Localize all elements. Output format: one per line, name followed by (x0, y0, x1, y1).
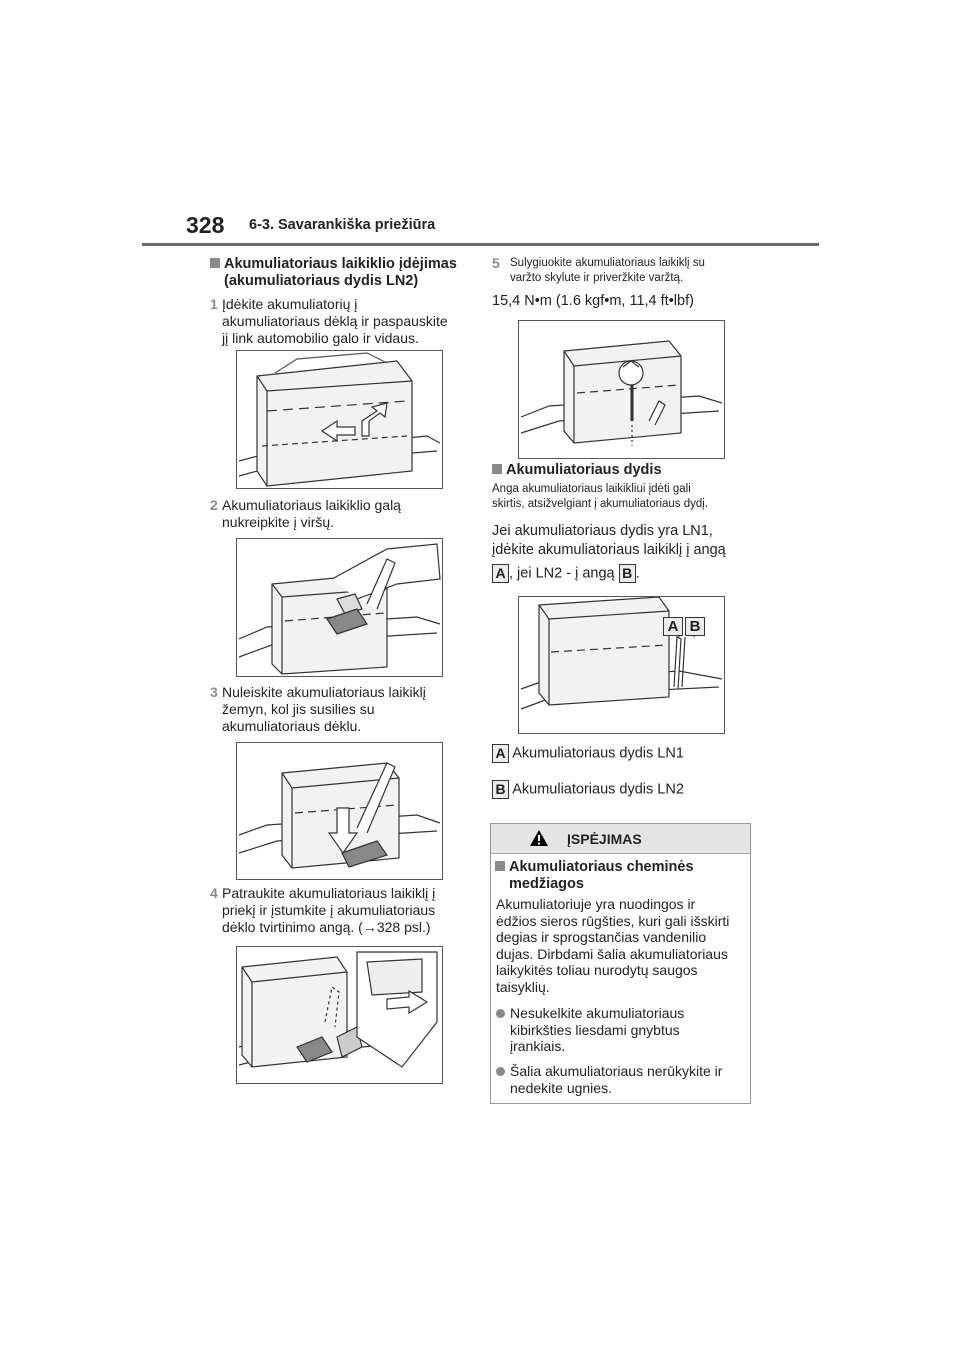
figure-battery-size: A B (518, 596, 725, 734)
caution-subheading: Akumuliatoriaus cheminės medžiagos (495, 859, 745, 893)
caution-paragraph: Akumuliatoriuje yra nuodingos ir ėdžios … (496, 896, 730, 995)
size-note: Anga akumuliatoriaus laikikliui įdėti ga… (492, 483, 709, 510)
step-5: 5 Sulygiuokite akumuliatoriaus laikiklį … (492, 255, 705, 285)
figure-step-1 (236, 350, 443, 489)
legend-a-box: A (492, 744, 509, 763)
caution-bullet-1: Nesukelkite akumuliatoriaus kibirkšties … (496, 1005, 748, 1055)
circle-bullet-icon (496, 1009, 505, 1018)
figure-label-a: A (663, 617, 683, 636)
size-heading: Akumuliatoriaus dydis (492, 462, 662, 479)
figure-label-b: B (685, 617, 705, 636)
header-rule (142, 243, 819, 246)
step-3: 3 Nuleiskite akumuliatoriaus laikiklį že… (210, 684, 426, 734)
size-text: Jei akumuliatoriaus dydis yra LN1, įdėki… (492, 523, 726, 583)
page-number: 328 (186, 212, 225, 238)
caution-header: ĮSPĖJIMAS (491, 824, 750, 854)
figure-step-5 (518, 320, 725, 459)
legend-a: A Akumuliatoriaus dydis LN1 (492, 744, 684, 763)
figure-step-2 (236, 538, 443, 677)
legend-b-box: B (492, 780, 509, 799)
square-bullet-icon (492, 464, 502, 474)
square-bullet-icon (210, 258, 220, 268)
step-2: 2 Akumuliatoriaus laikiklio galą nukreip… (210, 497, 401, 530)
figure-step-3 (236, 742, 443, 880)
step-1: 1 Įdėkite akumuliatorių į akumuliatoriau… (210, 296, 448, 346)
left-heading: Akumuliatoriaus laikiklio įdėjimas (akum… (210, 256, 480, 290)
section-title: 6-3. Savarankiška priežiūra (249, 217, 436, 233)
step-4: 4 Patraukite akumuliatoriaus laikiklį į … (210, 885, 436, 935)
legend-b: B Akumuliatoriaus dydis LN2 (492, 780, 684, 799)
label-a-box: A (492, 564, 509, 583)
caution-box: ĮSPĖJIMAS Akumuliatoriaus cheminės medži… (490, 823, 751, 1104)
caution-title: ĮSPĖJIMAS (567, 831, 642, 847)
figure-step-4 (236, 946, 443, 1084)
circle-bullet-icon (496, 1067, 505, 1076)
square-bullet-icon (495, 861, 505, 871)
caution-bullet-2: Šalia akumuliatoriaus nerūkykite ir nede… (496, 1063, 748, 1096)
torque-spec: 15,4 N•m (1.6 kgf•m, 11,4 ft•lbf) (492, 293, 694, 309)
label-b-box: B (618, 564, 636, 583)
warning-triangle-icon (530, 830, 548, 846)
